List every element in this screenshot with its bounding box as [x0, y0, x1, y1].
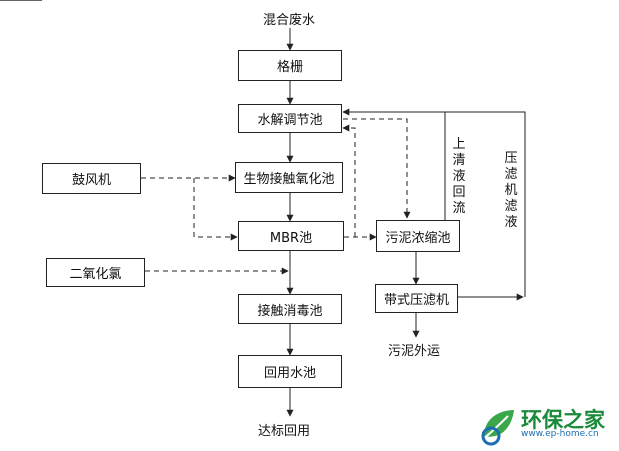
input-blower: 鼓风机 — [42, 163, 141, 194]
unit-reuse-tank: 回用水池 — [238, 355, 342, 388]
label-supernatant-return: 上 清 液 回 流 — [452, 137, 466, 216]
watermark-url: www.ep-home.cn — [521, 429, 599, 439]
unit-mbr: MBR池 — [238, 221, 344, 251]
corner-mark — [0, 0, 42, 4]
input-chlorine-dioxide: 二氧化氯 — [46, 258, 145, 287]
unit-hydrolysis-tank: 水解调节池 — [238, 104, 342, 133]
dashed-blower-to-mbr — [193, 178, 238, 241]
input-wastewater: 混合废水 — [263, 13, 316, 28]
leaf-logo-icon — [481, 410, 514, 446]
output-reuse: 达标回用 — [258, 424, 311, 439]
unit-sludge-thickener: 污泥浓缩池 — [376, 220, 460, 252]
arrow-supernatant-return — [342, 108, 446, 220]
unit-belt-press: 带式压滤机 — [375, 284, 458, 313]
dashed-oxidation-to-hydrolysis — [342, 124, 356, 237]
dashed-hydrolysis-to-thickener — [343, 118, 411, 219]
unit-screen: 格栅 — [238, 50, 342, 81]
label-filtrate-return: 压 滤 机 滤 液 — [504, 151, 518, 230]
line-filtrate-up — [445, 111, 526, 297]
unit-contact-oxidation: 生物接触氧化池 — [235, 162, 343, 193]
output-sludge: 污泥外运 — [388, 344, 441, 359]
watermark-brand: 环保之家 — [521, 408, 605, 432]
unit-disinfection: 接触消毒池 — [238, 294, 342, 324]
